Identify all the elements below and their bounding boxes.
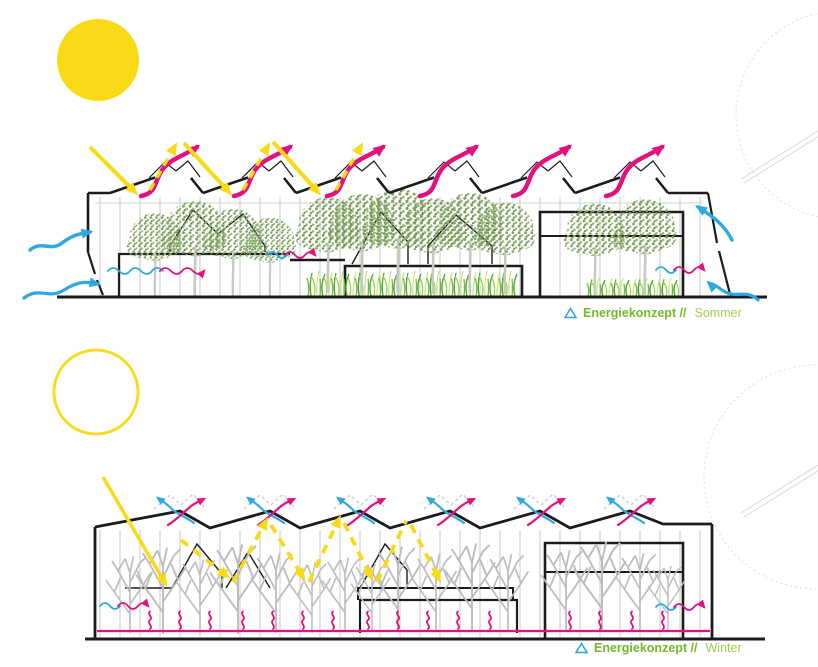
indoor-grass [306, 270, 680, 297]
summer-diagram [22, 19, 767, 302]
sun-ray-arrow [101, 476, 168, 587]
detail-circle-bottom [703, 364, 818, 590]
airflow-wave-arrows [107, 247, 706, 279]
heat-exhaust-arrows [138, 144, 666, 199]
right-louver-wall [706, 192, 732, 295]
detail-circle-top [735, 12, 818, 218]
open-roof-vents [148, 160, 666, 179]
left-louver-wall [86, 251, 105, 296]
planter-box [358, 598, 519, 633]
caption-season: Sommer [694, 306, 742, 320]
sun-outline-icon [52, 348, 140, 436]
roof-leakage-arrows [155, 496, 657, 527]
rising-heat-squiggles [148, 610, 665, 630]
winter-diagram [52, 348, 765, 641]
right-room [543, 541, 685, 639]
air-intake-arrows [22, 205, 760, 302]
summer-caption: Energiekonzept // Sommer [564, 306, 742, 320]
airflow-wave-arrows [99, 598, 706, 611]
building-shell [85, 509, 765, 641]
closed-vent-dashed-outlines [153, 493, 656, 510]
sun-filled-icon [57, 19, 139, 101]
closed-sawtooth-roof [94, 509, 712, 530]
caption-title: Energiekonzept // [583, 306, 687, 320]
reflected-sun-ray-arrows [148, 142, 364, 191]
winter-caption: Energiekonzept // Winter [575, 641, 742, 655]
caption-title: Energiekonzept // [594, 641, 698, 655]
caption-season: Winter [705, 641, 742, 655]
reflected-light-zigzag-arrows [179, 514, 442, 583]
sun-ray-arrows [88, 140, 322, 196]
triangle-outline-icon [575, 642, 588, 654]
triangle-outline-icon [564, 307, 577, 319]
